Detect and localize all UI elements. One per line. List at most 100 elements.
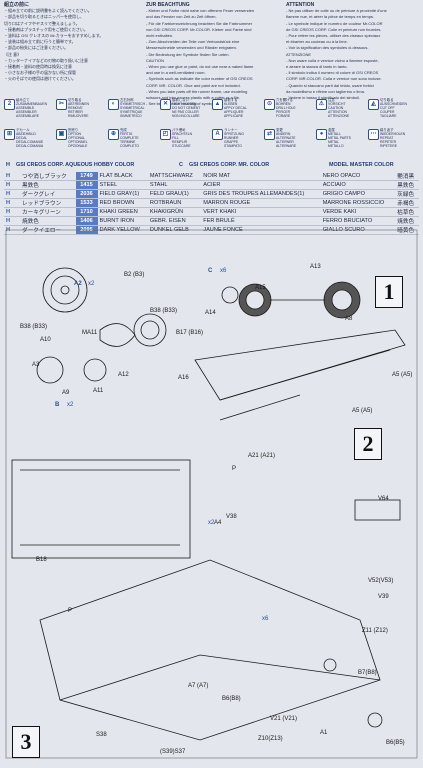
symbol-line: 接着しない <box>172 98 189 102</box>
color-it: FERRO BRUCIATO <box>320 216 396 226</box>
color-code: 1406 <box>75 216 98 226</box>
color-en: FIELD GRAY(1) <box>97 189 148 199</box>
symbol-line: DRILL HOLE <box>276 106 296 110</box>
bracket-part <box>354 499 401 521</box>
note-line: da modellismo e rifinire con taglierino … <box>286 88 365 94</box>
note-line: - Kleber und Farbe nicht nahe von offene… <box>146 8 255 14</box>
symbol-line: VORSICHT <box>328 102 346 106</box>
part-label: A1 <box>320 730 328 736</box>
color-code: 1415 <box>75 180 98 190</box>
symbol-line: GRAPPE <box>224 140 239 144</box>
color-jp: レッドブラウン <box>20 198 76 208</box>
aqueous-brand: GSI CREOS CORP. AQUEOUS HOBBY COLOR <box>16 162 135 168</box>
symbol-icon: ⊕ <box>108 129 119 140</box>
part-label: Z10(Z13) <box>258 736 283 742</box>
symbol-line: METAL PARTS <box>328 136 351 140</box>
notes-french-italian: ATTENTION - Ne pas utiliser de colle ou … <box>286 2 422 101</box>
symbol-icon: ⊞ <box>4 129 15 140</box>
symbol-line: 穴を開ける <box>276 98 293 102</box>
symbol-icon: A <box>212 129 223 140</box>
step-number-3: 3 <box>12 726 40 758</box>
symbol-line: SIMMETRICO <box>120 114 142 118</box>
part-label: B6(B8) <box>222 696 241 702</box>
symbol-icon: ⊙ <box>264 99 275 110</box>
symbol-line: OPTION <box>68 132 81 136</box>
quantity-label: x6 <box>220 268 227 274</box>
symbol-line: パテ埋め <box>172 128 186 132</box>
chassis-top-view <box>11 459 191 559</box>
symbol-icon: ▣ <box>56 129 67 140</box>
symbol-line: REMPLIR <box>172 140 188 144</box>
color-jp: カーキグリーン <box>20 207 76 217</box>
color-de: MATTSCHWARZ <box>147 172 202 181</box>
symbol-line: REPEAT <box>380 136 394 140</box>
step-number-1: 1 <box>375 276 403 308</box>
symbol-line: WIEDERHOLEN <box>380 132 406 136</box>
note-line: ・小さなお子様の手の届かない所に保管 <box>4 70 76 76</box>
part-label: A5 (A5) <box>352 408 373 414</box>
notes-heading: 組立の前に <box>4 2 30 8</box>
symbol-line: 完成 <box>120 128 127 132</box>
note-line: - Non usare colla e vernice vicino a fia… <box>286 57 379 63</box>
symbol-line: 繰り返す <box>380 128 394 132</box>
quantity-label: x2 <box>208 520 215 526</box>
symbol-icon: ● <box>316 129 327 140</box>
symbol-line: RIPETERE <box>380 144 397 148</box>
symbol-line: METALLO <box>328 144 344 148</box>
part-label: S38 <box>96 732 107 738</box>
part-label: A16 <box>178 375 189 381</box>
symbol-line: NE PAS COLLER <box>172 110 199 114</box>
hull-side <box>194 329 406 401</box>
note-line: - Le symbole indique le numéro de couleu… <box>286 20 383 26</box>
symbol-line: 切り取る <box>380 98 394 102</box>
sprocket-wheel <box>42 267 88 313</box>
note-line: ・塗装は組み立て前に行うと簡単です。 <box>4 39 76 45</box>
symbol-icon: ◭ <box>368 99 379 110</box>
symbol-line: RUNNER <box>224 136 239 140</box>
symbol-line: 左右対称 <box>120 98 134 102</box>
note-line: de GSI CREOS CORP. Colle et peinture non… <box>286 26 382 32</box>
color-jp: つや消しブラック <box>20 172 76 181</box>
symbol-line: SYMMETRICAL <box>120 106 145 110</box>
symbol-line: 接着する <box>224 98 238 102</box>
part-label: A15 <box>255 285 266 291</box>
mrcolor-brand: GSI CREOS CORP. MR. COLOR <box>189 162 270 168</box>
part-label: V52(V53) <box>368 578 394 584</box>
part-label: MA11 <box>82 330 98 336</box>
road-wheel <box>133 313 167 347</box>
part-label: A14 <box>205 310 216 316</box>
symbol-icon: ✂ <box>56 99 67 110</box>
color-en: RED BROWN <box>97 198 148 208</box>
part-label: V39 <box>378 594 389 600</box>
part-label: A10 <box>40 337 51 343</box>
hull-ridge <box>59 654 381 701</box>
symbol-line: RETIRER <box>68 110 83 114</box>
color-it: MARRONE ROSSICCIO <box>320 198 396 208</box>
symbol-line: DECALCOMANIA <box>16 144 44 148</box>
aqueous-marker: H <box>4 189 20 199</box>
part-label: V38 <box>226 514 237 520</box>
note-line: - When you take parts off the runner fra… <box>146 88 248 94</box>
symbol-line: 注意 <box>328 98 335 102</box>
color-fr: FER BRULÉ <box>201 216 321 226</box>
symbol-line: DECAL <box>16 136 28 140</box>
idler-wheel <box>36 356 64 384</box>
symbol-icon: ⋯ <box>368 129 379 140</box>
notes-lines: - Ne pas utiliser de colle ou de peintur… <box>286 8 422 100</box>
symbol-line: ATTENTION <box>328 110 347 114</box>
symbol-line: ASSEMBLER <box>16 110 37 114</box>
tyre-hub <box>245 290 265 310</box>
color-it: NERO OPACO <box>320 172 396 181</box>
